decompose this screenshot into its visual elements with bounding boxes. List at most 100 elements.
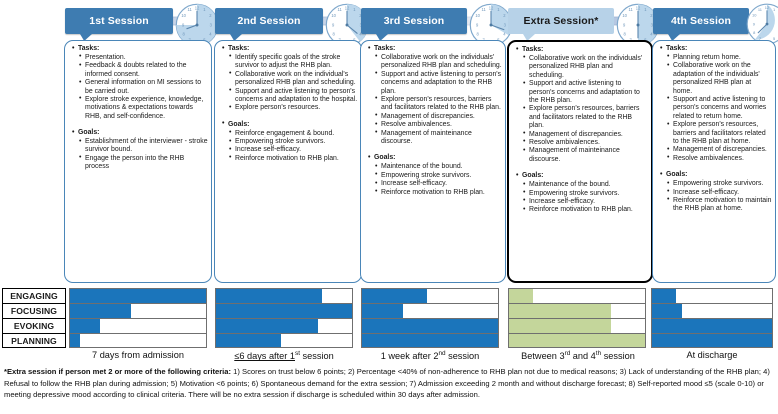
caption-prefix: 1 week after 2 xyxy=(380,351,439,362)
caption-sup: nd xyxy=(438,350,446,357)
bar-fill xyxy=(652,319,772,333)
bar-row-engaging xyxy=(508,288,646,303)
list-item: Management of discrepancies. xyxy=(375,112,502,121)
mi-process-bar-matrix: ENGAGING FOCUSING EVOKING PLANNING 7 day… xyxy=(0,288,778,361)
bar-row-evoking xyxy=(69,318,207,333)
bar-group-2 xyxy=(215,288,353,348)
content-groups-3rd: Tasks: Collaborative work on the individ… xyxy=(364,44,502,197)
list-item: Management of mainteinance discourse. xyxy=(523,147,648,164)
group-items: Collaborative work on the individuals' p… xyxy=(516,54,648,164)
svg-text:12: 12 xyxy=(765,5,769,10)
bar-fill xyxy=(509,304,611,318)
svg-text:4: 4 xyxy=(650,32,653,37)
svg-text:3: 3 xyxy=(651,22,654,27)
bar-row-planning xyxy=(508,333,646,348)
list-item: Collaborative work on the individuals' p… xyxy=(375,53,502,71)
caption-prefix: ≤6 days after 1 xyxy=(234,351,295,362)
svg-text:9: 9 xyxy=(332,22,335,27)
svg-text:8: 8 xyxy=(477,32,480,37)
header-tail-extra xyxy=(523,34,535,41)
svg-text:12: 12 xyxy=(345,5,350,10)
footnote-extra-session-criteria: *Extra session if person met 2 or more o… xyxy=(4,366,774,401)
bar-row-focusing xyxy=(69,303,207,318)
bar-row-evoking xyxy=(215,318,353,333)
svg-text:9: 9 xyxy=(182,22,185,27)
bar-row-engaging xyxy=(215,288,353,303)
list-item: Collaborative work on the adaptation of … xyxy=(667,62,772,96)
list-item: Reinforce motivation to RHB plan. xyxy=(523,206,648,215)
svg-text:4: 4 xyxy=(503,32,506,37)
svg-text:1: 1 xyxy=(353,7,356,12)
list-item: Increase self-efficacy. xyxy=(667,188,772,197)
bar-group-caption-3: 1 week after 2nd session xyxy=(355,350,505,361)
list-item: Resolve ambivalences. xyxy=(375,121,502,130)
bar-row-evoking xyxy=(361,318,499,333)
row-label-engaging: ENGAGING xyxy=(2,288,66,303)
svg-text:10: 10 xyxy=(331,13,336,18)
caption-suffix: session xyxy=(299,351,334,362)
svg-text:10: 10 xyxy=(181,13,186,18)
bar-row-focusing xyxy=(215,303,353,318)
list-item: Resolve ambivalences. xyxy=(523,138,648,147)
session-header-3rd: 3rd Session xyxy=(361,8,467,34)
bar-fill xyxy=(70,289,206,303)
bar-group-caption-2: ≤6 days after 1st session xyxy=(209,350,359,361)
caption-text: 7 days from admission xyxy=(92,350,184,360)
row-label-planning: PLANNING xyxy=(2,333,66,348)
group-items: Planning return home. Collaborative work… xyxy=(660,53,772,163)
svg-text:4: 4 xyxy=(209,32,212,37)
content-groups-4th: Tasks: Planning return home. Collaborati… xyxy=(656,44,772,214)
bar-fill xyxy=(362,319,498,333)
svg-text:8: 8 xyxy=(183,32,186,37)
list-item: Presentation. xyxy=(79,53,208,62)
svg-text:1: 1 xyxy=(497,7,500,12)
list-item: Increase self-efficacy. xyxy=(375,180,502,189)
list-item: Explore person's resources, barriers and… xyxy=(667,121,772,146)
svg-text:12: 12 xyxy=(195,5,200,10)
svg-text:11: 11 xyxy=(187,7,192,12)
group-heading: Goals: xyxy=(222,120,358,129)
group-heading: Tasks: xyxy=(72,44,208,53)
group-heading: Goals: xyxy=(516,172,648,181)
caption-sup: rd xyxy=(564,350,571,357)
list-item: Establishment of the interviewer - strok… xyxy=(79,138,208,155)
list-item: Collaborative work on the individuals' p… xyxy=(523,54,648,80)
list-item: Resolve ambivalences. xyxy=(667,154,772,163)
svg-text:9: 9 xyxy=(476,22,479,27)
list-item: Reinforce motivation to RHB plan. xyxy=(229,154,358,163)
group-spacer xyxy=(72,121,208,129)
svg-text:9: 9 xyxy=(753,21,756,26)
bar-group-caption-4: Between 3rd and 4th session xyxy=(498,350,658,361)
bar-row-focusing xyxy=(508,303,646,318)
bar-row-planning xyxy=(69,333,207,348)
group-heading: Tasks: xyxy=(660,44,772,53)
bar-fill xyxy=(509,319,611,333)
session-header-1st: 1st Session xyxy=(65,8,173,34)
bar-group-3 xyxy=(361,288,499,348)
svg-text:8: 8 xyxy=(753,30,756,35)
bar-row-planning xyxy=(361,333,499,348)
bar-row-engaging xyxy=(69,288,207,303)
bar-fill xyxy=(509,289,534,303)
group-items: Collaborative work on the individuals' p… xyxy=(368,53,502,146)
bar-fill xyxy=(362,334,498,347)
group-heading: Tasks: xyxy=(222,44,358,53)
bar-row-planning xyxy=(651,333,773,348)
list-item: Empowering stroke survivors. xyxy=(229,138,358,147)
svg-text:8: 8 xyxy=(624,32,627,37)
bar-fill xyxy=(509,334,645,347)
bar-fill xyxy=(652,289,676,303)
content-groups-extra: Tasks: Collaborative work on the individ… xyxy=(512,45,648,215)
caption-prefix: Between 3 xyxy=(521,351,565,362)
bar-row-evoking xyxy=(651,318,773,333)
svg-text:2: 2 xyxy=(650,13,653,18)
bar-fill xyxy=(70,304,132,318)
group-heading: Goals: xyxy=(368,154,502,163)
list-item: Support and active listening to person's… xyxy=(523,80,648,105)
row-label-evoking: EVOKING xyxy=(2,318,66,333)
list-item: Collaborative work on the individual's p… xyxy=(229,70,358,88)
group-items: Presentation. Feedback & doubts related … xyxy=(72,53,208,121)
list-item: Management of discrepancies. xyxy=(523,130,648,139)
list-item: Explore person's resources, barriers and… xyxy=(523,105,648,130)
